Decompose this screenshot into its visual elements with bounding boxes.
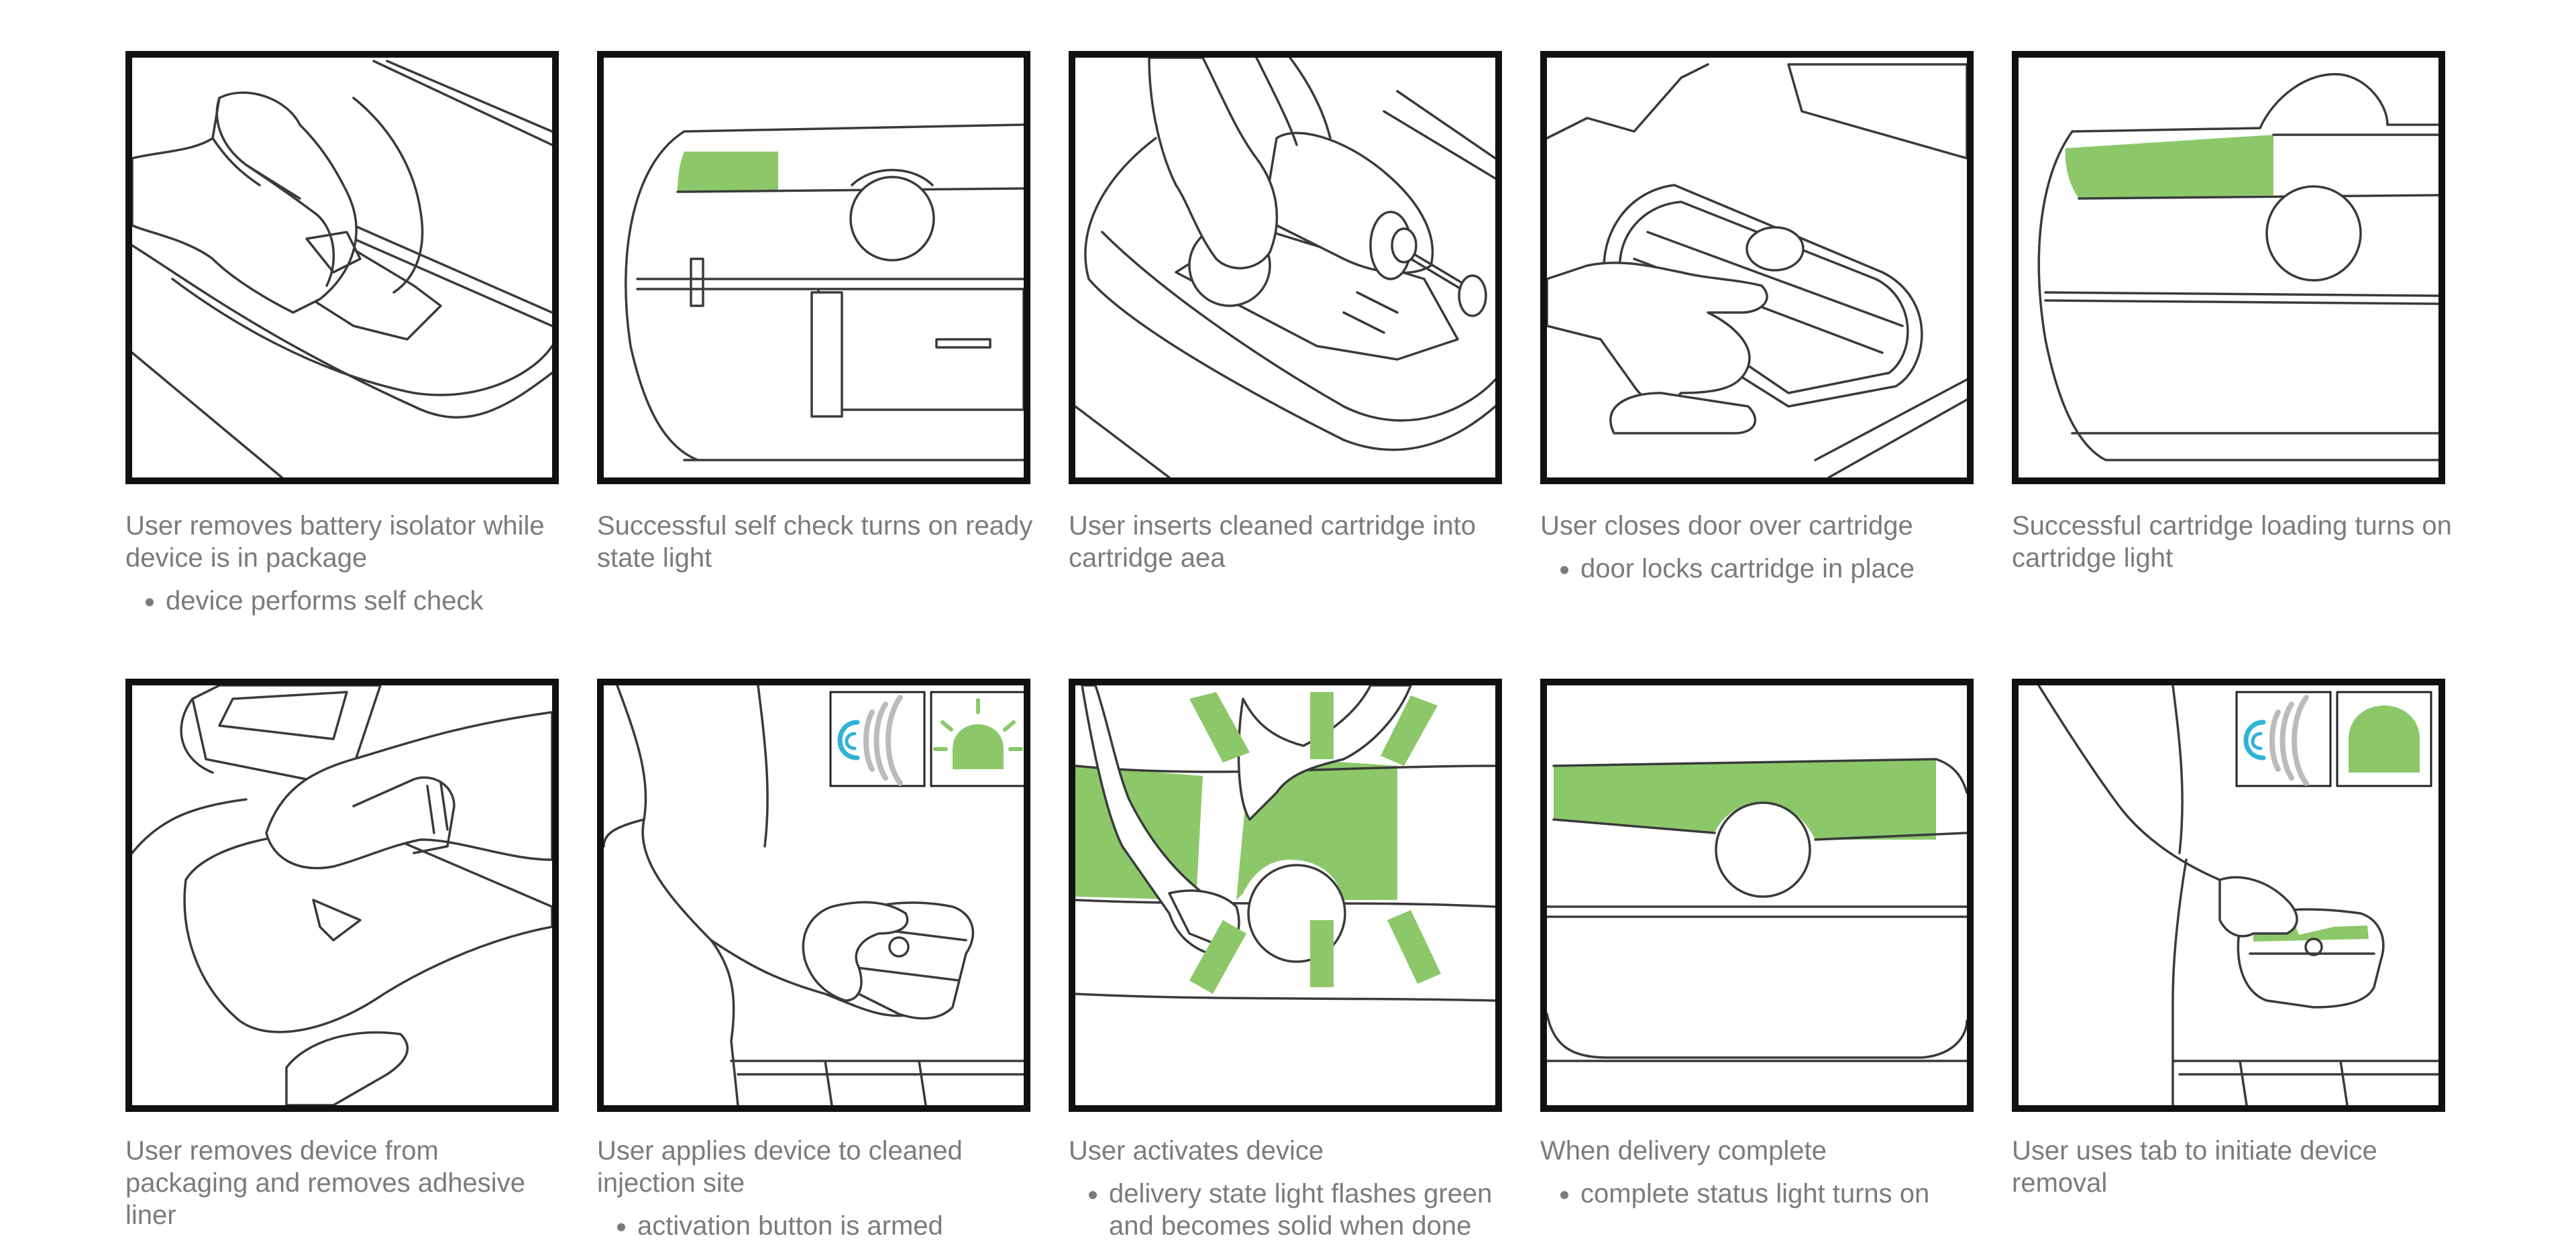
step-8-caption: User activates device delivery state lig… (1069, 1135, 1511, 1242)
step-2-illustration (597, 51, 1030, 484)
step-6-illustration (125, 679, 559, 1112)
flash-ray (1381, 695, 1438, 766)
step-1-caption: User removes battery isolator while devi… (125, 510, 568, 617)
step-10-caption: User uses tab to initiate device removal (2012, 1135, 2455, 1199)
flash-ray (1189, 920, 1246, 994)
ear-sound-icon (829, 691, 926, 787)
flash-ray (1189, 692, 1250, 763)
step-7-caption: User applies device to cleaned injection… (597, 1135, 1040, 1242)
caption-bullets: activation button is armed (597, 1210, 1040, 1242)
caption-bullets: delivery state light flashes green and b… (1069, 1178, 1511, 1242)
caption-bullet: activation button is armed (637, 1210, 1040, 1242)
caption-bullets: device performs self check (125, 585, 568, 617)
caption-bullet: complete status light turns on (1580, 1178, 1983, 1210)
caption-text: User inserts cleaned cartridge into cart… (1069, 511, 1476, 573)
caption-text: User activates device (1069, 1136, 1324, 1166)
step-8-illustration (1069, 679, 1502, 1112)
flash-ray (1387, 910, 1441, 984)
caption-text: User uses tab to initiate device removal (2012, 1136, 2377, 1198)
step-5-illustration (2012, 51, 2445, 484)
caption-bullet: device performs self check (166, 585, 568, 617)
step-9-caption: When delivery complete complete status l… (1540, 1135, 1983, 1210)
flash-ray (1310, 920, 1334, 987)
step-6-caption: User removes device from packaging and r… (125, 1135, 568, 1231)
caption-text: User closes door over cartridge (1540, 511, 1913, 541)
step-4-caption: User closes door over cartridge door loc… (1540, 510, 1983, 585)
step-3-caption: User inserts cleaned cartridge into cart… (1069, 510, 1511, 574)
green-light-icon (930, 691, 1024, 787)
caption-bullet: door locks cartridge in place (1580, 553, 1983, 585)
caption-bullet: delivery state light flashes green and b… (1109, 1178, 1511, 1242)
caption-bullets: door locks cartridge in place (1540, 553, 1983, 585)
green-light-icon (2336, 691, 2432, 787)
caption-text: Successful cartridge loading turns on ca… (2012, 511, 2452, 573)
caption-text: User applies device to cleaned injection… (597, 1136, 963, 1198)
caption-text: When delivery complete (1540, 1136, 1827, 1166)
caption-bullets: complete status light turns on (1540, 1178, 1983, 1210)
step-9-illustration (1540, 679, 1974, 1112)
step-1-illustration (125, 51, 559, 484)
ready-light-indicator (678, 152, 778, 192)
caption-text: Successful self check turns on ready sta… (597, 511, 1033, 573)
step-7-illustration (597, 679, 1030, 1112)
ear-sound-icon (2235, 691, 2332, 787)
step-2-caption: Successful self check turns on ready sta… (597, 510, 1040, 574)
cartridge-light-indicator (2065, 135, 2273, 199)
step-10-illustration (2012, 679, 2445, 1112)
caption-text: User removes battery isolator while devi… (125, 511, 545, 573)
caption-text: User removes device from packaging and r… (125, 1136, 525, 1230)
step-3-illustration (1069, 51, 1502, 484)
flash-ray (1310, 692, 1334, 759)
step-5-caption: Successful cartridge loading turns on ca… (2012, 510, 2455, 574)
complete-light-indicator (1554, 759, 1936, 840)
step-4-illustration (1540, 51, 1974, 484)
